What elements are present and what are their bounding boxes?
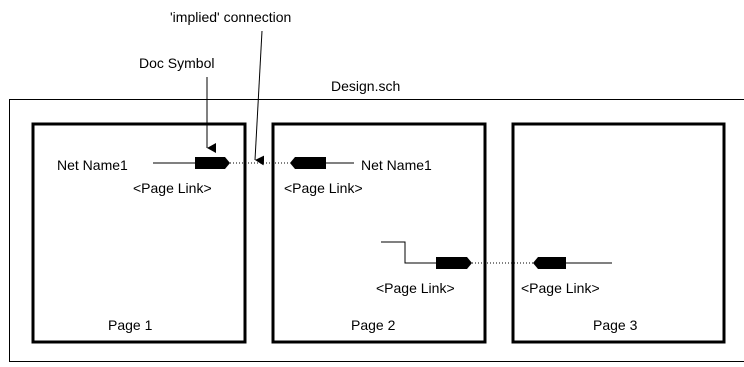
page-1-frame bbox=[31, 122, 247, 344]
page-2-bottom-wire bbox=[381, 241, 436, 264]
design-sheet-title: Design.sch bbox=[331, 78, 400, 94]
page-3-page-link-symbol bbox=[533, 257, 566, 269]
page-2-top-page-link-label: <Page Link> bbox=[284, 180, 363, 196]
doc-symbol-label: Doc Symbol bbox=[139, 55, 214, 71]
page-3-page-link-label: <Page Link> bbox=[521, 280, 600, 296]
page-2-top-page-link-symbol bbox=[290, 157, 326, 169]
implied-connection-arrow bbox=[254, 30, 265, 166]
design-sheet-frame bbox=[9, 99, 744, 362]
page-1-page-link-symbol bbox=[195, 157, 230, 169]
page-2-label: Page 2 bbox=[351, 317, 396, 333]
page-2-net-label: Net Name1 bbox=[361, 157, 432, 173]
page-2-frame bbox=[271, 122, 487, 344]
page-3-frame bbox=[511, 122, 726, 344]
page-3-label: Page 3 bbox=[593, 317, 638, 333]
page-1-page-link-label: <Page Link> bbox=[133, 180, 212, 196]
implied-connection-label: 'implied' connection bbox=[170, 9, 291, 25]
page-1-label: Page 1 bbox=[108, 317, 153, 333]
page-2-bottom-page-link-symbol bbox=[436, 257, 472, 269]
page-1-net-label: Net Name1 bbox=[57, 157, 128, 173]
page-2-bottom-page-link-label: <Page Link> bbox=[376, 280, 455, 296]
